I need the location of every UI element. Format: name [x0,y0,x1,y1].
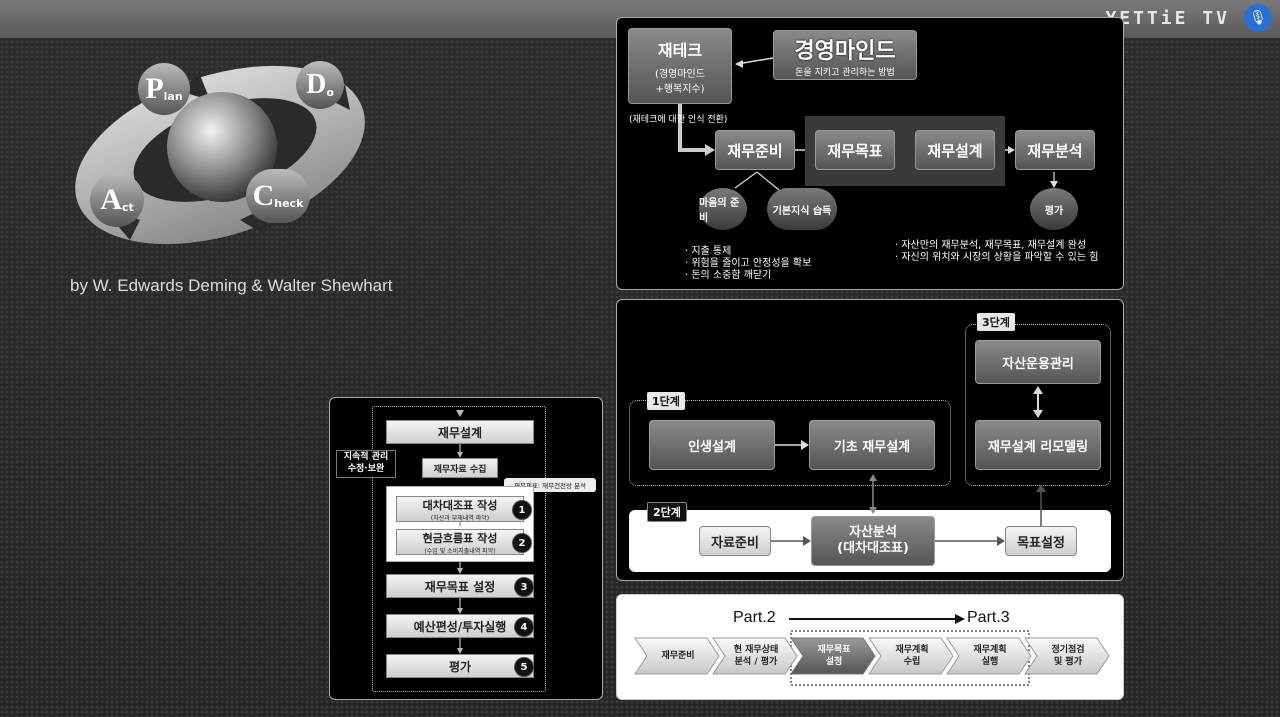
mindset-title: 경영마인드 [794,38,896,64]
balance-title: 대차대조표 작성 [422,498,498,512]
mindset-panel: 재테크 (경영마인드 +행복지수) 경영마인드 돈을 지키고 관리하는 방법 (… [616,17,1124,290]
mindset-subtitle: 돈을 지키고 관리하는 방법 [795,67,895,78]
step-finance-design: 재무설계 [915,130,995,170]
eval-box: 평가 [386,654,534,678]
chevron-current-status: 현 재무상태 분석 / 평가 [733,645,779,667]
collect-box: 재무자료 수집 [422,458,498,478]
balance-box: 대차대조표 작성 (자산과 부채내역 파악) [396,496,524,522]
jaetech-subtitle: (경영마인드 +행복지수) [655,69,705,95]
chevron-review: 정기점검 및 평가 [1051,645,1085,667]
step-number-5: 5 [514,657,534,677]
act-rest: ct [121,200,134,214]
stage3-area [965,324,1111,486]
jaetech-box: 재테크 (경영마인드 +행복지수) [628,28,732,104]
cashflow-subtitle: (수입 및 소비지출내역 파악) [424,547,496,555]
side-label: 지속적 관리 수정·보완 [343,452,389,474]
microphone-icon[interactable]: 🎙 [1244,4,1272,32]
parts-panel: Part.2 Part.3 재무준비 현 재무상태 분석 / 평가 재무목표 설… [616,594,1124,700]
check-letter: C [252,179,275,212]
balance-subtitle: (자산과 부채내역 파악) [430,514,490,522]
process-arrows [456,410,464,654]
stage3-label: 3단계 [977,313,1015,331]
prep-note-3: · 돈의 소중함 깨닫기 [685,270,772,281]
stages-arrows [771,386,1046,546]
remodel-box: 재무설계 리모델링 [975,420,1101,470]
asset-analysis-box: 자산분석 (대차대조표) [811,516,935,566]
budget-box: 예산편성/투자실행 [386,614,534,638]
life-plan-box: 인생설계 [649,420,775,470]
stages-panel: 3단계 자산운용관리 재무설계 리모델링 1단계 인생설계 기초 재무설계 2단… [616,299,1124,581]
circle-basic-knowledge: 기본지식 습득 [767,188,837,230]
step-number-3: 3 [514,577,534,597]
cashflow-title: 현금흐름표 작성 [422,531,498,545]
prep-note-2: · 위험을 줄이고 안정성을 확보 [685,258,812,269]
stage1-area [629,400,951,486]
step-finance-goal: 재무목표 [815,130,895,170]
chevron-plan-execute: 재무계획 실행 [973,645,1007,667]
asset-mgmt-box: 자산운용관리 [975,340,1101,384]
pdca-credit: by W. Edwards Deming & Walter Shewhart [70,276,393,295]
side-label-box: 지속적 관리 수정·보완 [336,450,396,478]
process-panel: 재무설계 지속적 관리 수정·보완 재무자료 수집 재무제표: 재무건전성 분석… [329,397,603,700]
part3-label: Part.3 [967,609,1010,626]
step-finance-analysis: 재무분석 [1015,130,1095,170]
part2-label: Part.2 [733,609,776,626]
act-letter: A [100,183,122,216]
circle-evaluation: 평가 [1030,188,1078,230]
analysis-note-2: · 자신의 위치와 시장의 상황을 파악할 수 있는 힘 [895,252,1099,263]
chevron-finance-prep: 재무준비 [661,651,695,661]
mindset-box: 경영마인드 돈을 지키고 관리하는 방법 [773,30,917,80]
brand-logo: YETTiE TV [1105,8,1230,29]
prep-note-1: · 지출 통제 [685,246,732,257]
stage2-label: 2단계 [647,502,687,522]
plan-letter: P [145,72,164,105]
step-finance-prep: 재무준비 [715,130,795,170]
parts-graphics [634,614,1110,686]
process-loop [372,406,546,692]
stage1-label: 1단계 [647,392,685,410]
transition-text: (재테크에 대한 인식 전환) [629,115,728,125]
basic-plan-box: 기초 재무설계 [809,420,935,470]
step-number-4: 4 [514,617,534,637]
do-rest: o [326,85,334,99]
step-number-1: 1 [512,500,532,520]
step-number-2: 2 [512,533,532,553]
analysis-note-1: · 자산만의 재무분석, 재무목표, 재무설계 완성 [895,240,1087,251]
chevron-goal-setting: 재무목표 설정 [817,645,851,667]
check-rest: heck [274,196,304,210]
circle-mind-prep: 마음의 준비 [699,188,747,230]
jaetech-title: 재테크 [657,41,703,60]
chevron-plan-build: 재무계획 수립 [895,645,929,667]
goal-setting-box: 목표설정 [1005,526,1077,556]
data-prep-box: 자료준비 [699,526,771,556]
goal-box: 재무목표 설정 [386,574,534,598]
do-letter: D [306,69,327,100]
plan-rest: lan [163,89,183,103]
cashflow-box: 현금흐름표 작성 (수입 및 소비지출내역 파악) [396,529,524,555]
process-top-box: 재무설계 [386,420,534,444]
